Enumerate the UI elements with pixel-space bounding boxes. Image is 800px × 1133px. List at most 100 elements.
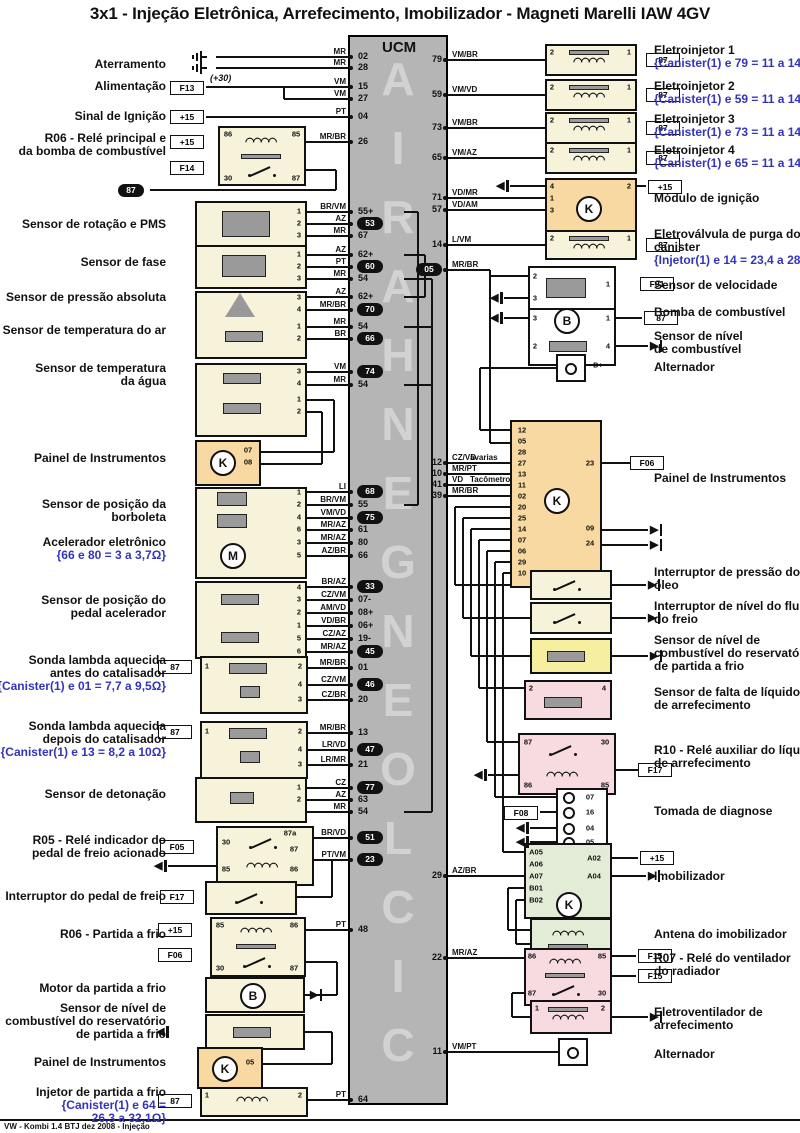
pin-dot	[349, 683, 353, 687]
wire	[448, 875, 524, 877]
ucm-pin-57: 57	[431, 204, 442, 214]
watermark-letter: N	[381, 605, 415, 657]
wire	[284, 98, 350, 100]
coil-icon: ◠◠◠◠	[573, 91, 605, 103]
symbol-K-icon: K	[544, 488, 570, 514]
component-box	[545, 44, 637, 76]
bar-icon	[569, 117, 609, 123]
pin-dot	[443, 93, 447, 97]
component-label: Acelerador eletrônico{66 e 80 = 3 a 3,7Ω…	[42, 535, 166, 562]
wire	[448, 197, 545, 199]
wire-line	[424, 255, 426, 297]
wire	[216, 67, 350, 69]
pin-dot	[349, 85, 353, 89]
box-pin-16: 16	[585, 807, 595, 817]
ucm-pin-39: 39	[431, 490, 442, 500]
box-pin-02: 02	[517, 491, 527, 501]
box-pin-24: 24	[585, 538, 595, 548]
wire	[308, 684, 350, 686]
tag-F17: F17	[638, 763, 672, 777]
wire-line	[305, 1031, 332, 1033]
ground-speaker-icon: ◀	[516, 836, 529, 848]
box-pin-87: 87	[289, 963, 299, 973]
component-label: Painel de Instrumentos	[654, 471, 787, 485]
box-pin-2: 2	[296, 794, 302, 804]
box-pin-2: 2	[297, 661, 303, 671]
tag-+15: +15	[170, 135, 204, 149]
res-icon	[229, 727, 267, 739]
box-pin-2: 2	[549, 47, 555, 57]
box-pin-4: 4	[549, 181, 555, 191]
ucm-pin-12: 12	[431, 457, 442, 467]
wire	[307, 586, 350, 588]
box-pin-2: 2	[626, 181, 632, 191]
pin-dot	[443, 874, 447, 878]
box-pin-30: 30	[600, 737, 610, 747]
box-pin-2: 2	[296, 607, 302, 617]
ucm-pin-64: 64	[358, 1094, 369, 1104]
ucm-pin-08+: 08+	[358, 607, 374, 617]
pin-dot	[349, 97, 353, 101]
coil-icon: ◠◠◠◠	[546, 770, 578, 782]
wire-color-label: AM/VD	[320, 603, 346, 612]
box-pin-05: 05	[517, 436, 527, 446]
box-pin-4: 4	[296, 582, 302, 592]
tag-F14: F14	[170, 161, 204, 175]
wire-line	[431, 279, 433, 812]
wire	[307, 599, 350, 601]
pin-dot	[443, 461, 447, 465]
pin-dot	[349, 55, 353, 59]
component-label: Módulo de ignição	[654, 191, 760, 205]
component-box	[530, 570, 612, 600]
ucm-pin-66: 66	[357, 332, 383, 345]
box-pin-A06: A06	[529, 859, 543, 869]
coil-icon: ◠◠◠◠	[573, 124, 605, 136]
coil-icon: ◠◠◠◠	[552, 929, 584, 941]
component-label: Alimentação	[94, 79, 166, 93]
pin-dot	[349, 234, 353, 238]
wire	[307, 529, 350, 531]
wire-color-label: PT	[335, 920, 346, 929]
box-pin-14: 14	[517, 524, 527, 534]
res-icon	[223, 402, 261, 414]
wire-color-label: VD/BR	[321, 616, 346, 625]
box-pin-1: 1	[626, 145, 632, 155]
wire	[206, 86, 350, 88]
coil-icon: ◠◠◠◠	[549, 957, 581, 969]
box-pin-1: 1	[296, 487, 302, 497]
wire-line	[479, 539, 510, 541]
wire	[448, 59, 545, 61]
wire	[308, 1099, 350, 1101]
pin-dot	[349, 66, 353, 70]
component-label: Sensor de fase	[80, 255, 166, 269]
wire-line	[508, 887, 524, 889]
coil-icon: ◠◠◠◠	[573, 154, 605, 166]
pin-dot	[349, 585, 353, 589]
wire-line	[283, 87, 285, 99]
pin-dot	[349, 308, 353, 312]
wire-line	[307, 399, 334, 401]
wire-line	[321, 412, 323, 464]
wire-line	[490, 275, 528, 277]
wire-color-label: MR/AZ	[320, 642, 346, 651]
pin-dot	[349, 611, 353, 615]
arrow-icon: ▶	[650, 650, 662, 662]
wire-color-label: MR/BR	[452, 260, 479, 269]
box-pin-2: 2	[528, 683, 534, 693]
wire-color-label: AZ/BR	[452, 866, 477, 875]
wire-line	[503, 851, 524, 853]
arrow-icon: ▶	[648, 612, 660, 624]
component-label: Injetor de partida a frio{Canister(1) e …	[35, 1085, 166, 1125]
wire-color-label: VM	[334, 89, 346, 98]
pin-dot	[349, 650, 353, 654]
wire-color-label: MR	[333, 802, 346, 811]
wire-line	[516, 899, 524, 901]
ucm-pin-19-: 19-	[358, 633, 372, 643]
box-pin-1: 1	[626, 233, 632, 243]
ucm-pin-41: 41	[431, 479, 442, 489]
wire-line	[486, 551, 488, 742]
